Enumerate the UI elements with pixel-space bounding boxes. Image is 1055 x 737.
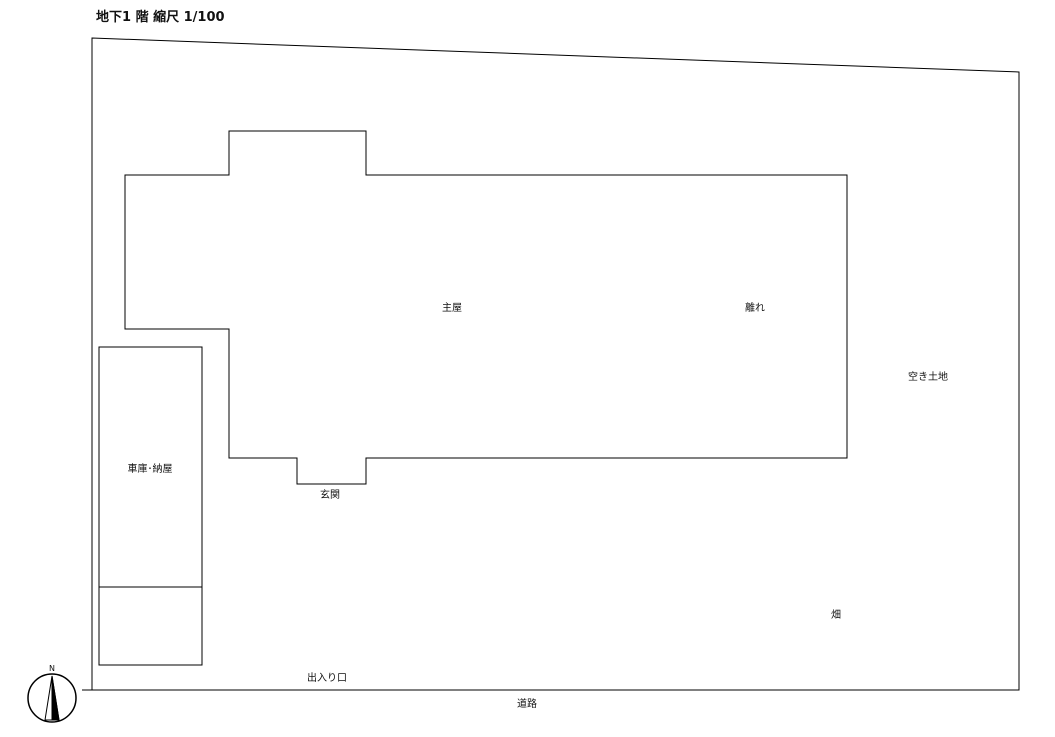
label-field: 畑 <box>831 610 841 621</box>
north-label: N <box>49 664 55 673</box>
label-vacant-land: 空き土地 <box>908 372 948 383</box>
garage-storage-outline <box>98 346 203 666</box>
drawing-title: 地下1 階 縮尺 1/100 <box>96 10 225 25</box>
north-compass-icon <box>27 673 77 723</box>
label-garage-storage: 車庫･納屋 <box>127 464 173 475</box>
site-boundary <box>91 37 1020 691</box>
label-annex: 離れ <box>745 303 765 314</box>
label-gateway: 出入り口 <box>307 673 347 684</box>
label-main-house: 主屋 <box>442 303 462 314</box>
label-road: 道路 <box>517 699 537 710</box>
main-house-outline <box>124 130 848 485</box>
label-entrance: 玄関 <box>320 490 340 501</box>
